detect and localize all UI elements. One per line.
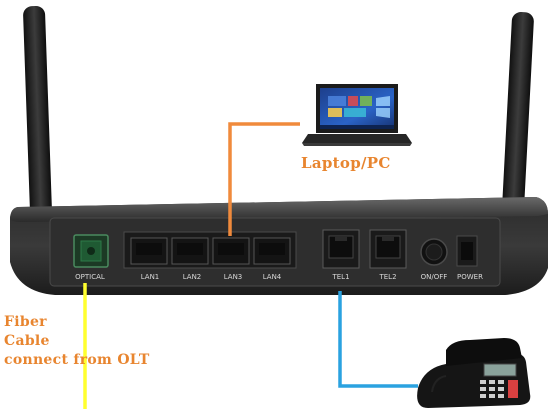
fiber-label-line2: Cable (4, 333, 50, 349)
fiber-cable-label: Fiber Cable connect from OLT (4, 313, 150, 370)
lan2-port (171, 237, 209, 265)
lan4-port (253, 237, 291, 265)
left-antenna (23, 5, 53, 247)
fiber-label-line3: connect from OLT (4, 352, 150, 368)
tel2-label: TEL2 (378, 273, 396, 281)
lan2-label: LAN2 (183, 273, 202, 281)
lan3-port (212, 237, 250, 265)
power-switch (420, 238, 448, 266)
power-jack (456, 235, 478, 267)
optical-label: OPTICAL (75, 273, 105, 281)
lan1-port (130, 237, 168, 265)
tel-cable-line (338, 291, 418, 388)
onoff-label: ON/OFF (421, 273, 448, 281)
optical-port (73, 234, 109, 268)
tel1-label: TEL1 (331, 273, 349, 281)
tel2-port (369, 229, 407, 269)
lan4-label: LAN4 (263, 273, 282, 281)
tel1-port (322, 229, 360, 269)
lan3-label: LAN3 (224, 273, 243, 281)
right-antenna (500, 12, 534, 252)
lan1-label: LAN1 (141, 273, 160, 281)
laptop-label: Laptop/PC (301, 154, 391, 172)
laptop-icon (302, 84, 412, 146)
lan-cable-line (228, 122, 300, 236)
fiber-label-line1: Fiber (4, 314, 47, 330)
power-label: POWER (457, 273, 483, 281)
telephone-icon (417, 338, 531, 408)
